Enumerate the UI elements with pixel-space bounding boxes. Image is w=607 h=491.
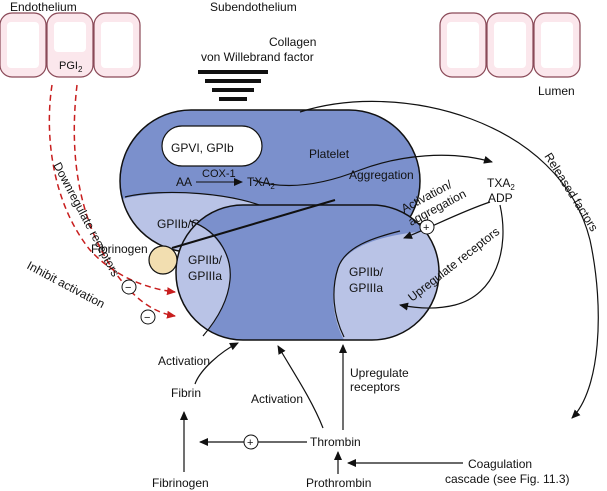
plus-sign-activation: + [423, 222, 429, 234]
fibrin-activation-arrow [194, 342, 239, 385]
txa2-right-label: TXA2 [487, 176, 515, 192]
collagen-label: Collagen [269, 35, 316, 49]
inhibit-activation-label: Inhibit activation [25, 258, 108, 311]
adp-label: ADP [488, 191, 513, 205]
plus-icon-thrombin [243, 434, 259, 450]
aggregation-arrow [252, 154, 493, 186]
minus-icon-lower [140, 309, 156, 325]
fibrinogen-bridge [171, 199, 336, 249]
plus-sign-thrombin: + [247, 437, 253, 449]
platelet-label: Platelet [309, 147, 350, 161]
gpvi-gpib-label: GPVI, GPIb [171, 141, 234, 155]
coagulation-label-2: cascade (see Fig. 11.3) [445, 472, 570, 486]
upregulate-label-1: Upregulate [350, 366, 409, 380]
vwf-label: von Willebrand factor [201, 50, 314, 64]
activation-aggregation-arrow [403, 201, 491, 239]
released-factors-label: Released factors [541, 150, 601, 234]
minus-icon-upper [121, 279, 137, 295]
lumen-label: Lumen [538, 84, 575, 98]
fibrinogen-bottom-label: Fibrinogen [152, 476, 209, 490]
activation-left-label: Activation [158, 354, 210, 368]
gpiib-left-label-1: GPIIb/ [188, 253, 223, 267]
endothelium-label: Endothelium [10, 0, 77, 14]
minus-sign-lower: − [144, 312, 150, 324]
subendothelium-label: Subendothelium [210, 0, 297, 14]
aggregation-label: Aggregation [349, 168, 414, 182]
coagulation-label-1: Coagulation [468, 457, 532, 471]
minus-sign-upper: − [125, 282, 131, 294]
plus-icon-activation [419, 219, 435, 235]
collagen-fibers-icon [198, 70, 268, 101]
gpiib-left-label-2: GPIIIa [188, 269, 222, 283]
released-factors-arc [299, 100, 599, 419]
upregulate-receptors-curve [399, 204, 504, 311]
prothrombin-label: Prothrombin [306, 476, 371, 490]
endothelium-cells [0, 12, 141, 78]
thrombin-activation-arrow [277, 345, 324, 429]
gpiib-right-label-1: GPIIb/ [349, 265, 384, 279]
fibrinogen-bead-label: Fibrinogen [91, 242, 148, 256]
thrombin-label: Thrombin [310, 435, 361, 449]
gpiib-right-label-2: GPIIIa [349, 281, 383, 295]
pgi2-label: PGI2 [59, 60, 83, 74]
aa-label: AA [176, 175, 192, 189]
lumen-cells [439, 12, 581, 78]
activation-mid-label: Activation [251, 392, 303, 406]
fibrin-label: Fibrin [171, 386, 201, 400]
downregulate-label: Downregulate receptors [50, 160, 122, 279]
upregulate-label-2: receptors [350, 380, 400, 394]
inhibit-arrows [48, 84, 176, 319]
cox1-label: COX-1 [202, 168, 236, 180]
fibrinogen-bead [148, 245, 178, 275]
